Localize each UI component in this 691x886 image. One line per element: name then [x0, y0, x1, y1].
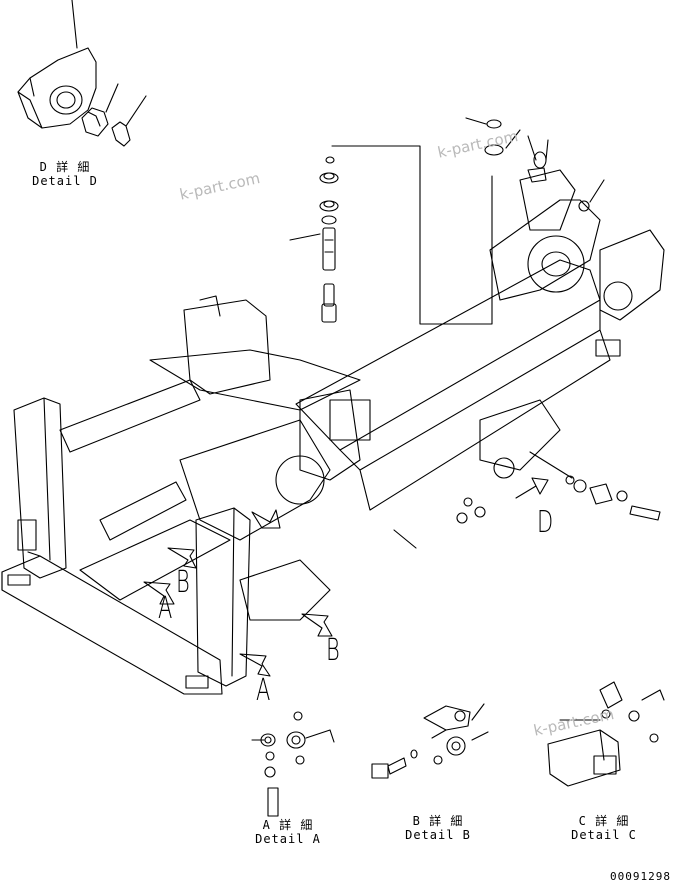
detail-a-drawing	[251, 711, 335, 817]
callout-letter-b-upper: B	[176, 565, 190, 600]
main-frame-drawing	[1, 135, 665, 695]
detail-a-en: Detail A	[255, 832, 321, 846]
drawing-reference-number: 00091298	[610, 870, 671, 883]
arrow-b-lower	[301, 613, 333, 637]
arrow-c	[251, 509, 281, 529]
detail-b-en: Detail B	[405, 828, 471, 842]
detail-a-label: A 詳 細 Detail A	[238, 818, 338, 846]
detail-c-en: Detail C	[571, 828, 637, 842]
callout-letter-b: B	[326, 633, 340, 668]
arrow-d	[515, 477, 549, 499]
detail-c-jp: C 詳 細	[578, 814, 630, 828]
callout-arrows	[143, 477, 549, 677]
callout-letter-d: D	[537, 505, 554, 540]
detail-c-label: C 詳 細 Detail C	[554, 814, 654, 842]
pin-stack-drawing	[289, 117, 521, 325]
detail-b-drawing	[371, 703, 489, 779]
detail-b-label: B 詳 細 Detail B	[388, 814, 488, 842]
arrow-a-lower	[239, 653, 271, 677]
detail-c-drawing	[547, 681, 665, 787]
detail-d-label: D 詳 細 Detail D	[20, 160, 110, 188]
arrow-b-upper	[167, 547, 197, 569]
callout-letter-a-upper: A	[158, 591, 173, 626]
callout-letter-a: A	[256, 673, 271, 708]
detail-a-jp: A 詳 細	[262, 818, 314, 832]
detail-d-jp: D 詳 細	[39, 160, 91, 174]
detail-b-jp: B 詳 細	[412, 814, 464, 828]
arrow-a-upper	[143, 581, 175, 605]
detail-d-en: Detail D	[32, 174, 98, 188]
detail-d-drawing	[17, 0, 147, 147]
